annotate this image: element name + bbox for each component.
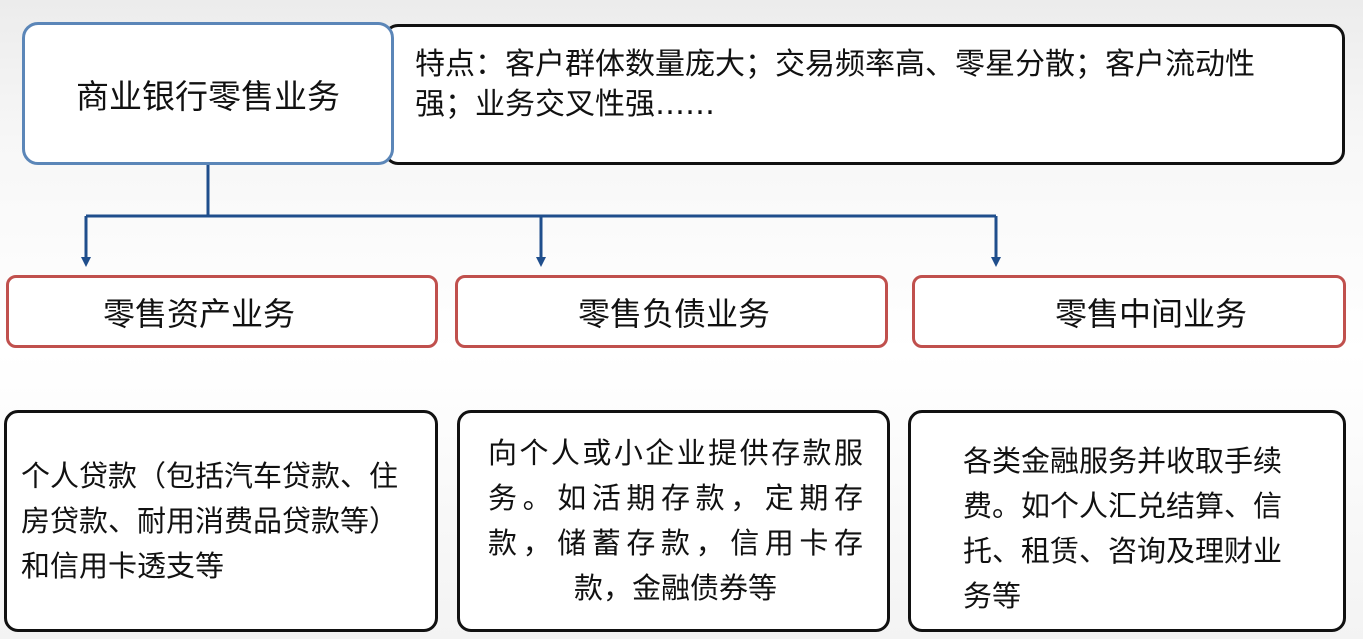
description-retail-intermediary: 各类金融服务并收取手续费。如个人汇兑结算、信托、租赁、咨询及理财业务等 xyxy=(908,410,1346,632)
category-retail-liability: 零售负债业务 xyxy=(455,275,888,348)
category-retail-asset: 零售资产业务 xyxy=(6,275,438,348)
root-node: 商业银行零售业务 xyxy=(22,22,394,165)
root-title: 商业银行零售业务 xyxy=(76,76,340,116)
features-text: 特点：客户群体数量庞大；交易频率高、零星分散；客户流动性强；业务交叉性强…… xyxy=(415,47,1255,122)
category-title: 零售中间业务 xyxy=(1055,294,1248,333)
description-retail-liability: 向个人或小企业提供存款服务。如活期存款，定期存款，储蓄存款，信用卡存款，金融债券… xyxy=(457,410,890,632)
category-title: 零售负债业务 xyxy=(578,294,771,333)
category-title: 零售资产业务 xyxy=(103,294,296,333)
description-text: 个人贷款（包括汽车贷款、住房贷款、耐用消费品贷款等）和信用卡透支等 xyxy=(21,458,399,583)
description-retail-asset: 个人贷款（包括汽车贷款、住房贷款、耐用消费品贷款等）和信用卡透支等 xyxy=(4,410,438,632)
category-retail-intermediary: 零售中间业务 xyxy=(912,275,1346,348)
description-text: 各类金融服务并收取手续费。如个人汇兑结算、信托、租赁、咨询及理财业务等 xyxy=(963,444,1283,613)
features-box: 特点：客户群体数量庞大；交易频率高、零星分散；客户流动性强；业务交叉性强…… xyxy=(384,24,1345,165)
description-text: 向个人或小企业提供存款服务。如活期存款，定期存款，储蓄存款，信用卡存款，金融债券… xyxy=(488,436,863,605)
